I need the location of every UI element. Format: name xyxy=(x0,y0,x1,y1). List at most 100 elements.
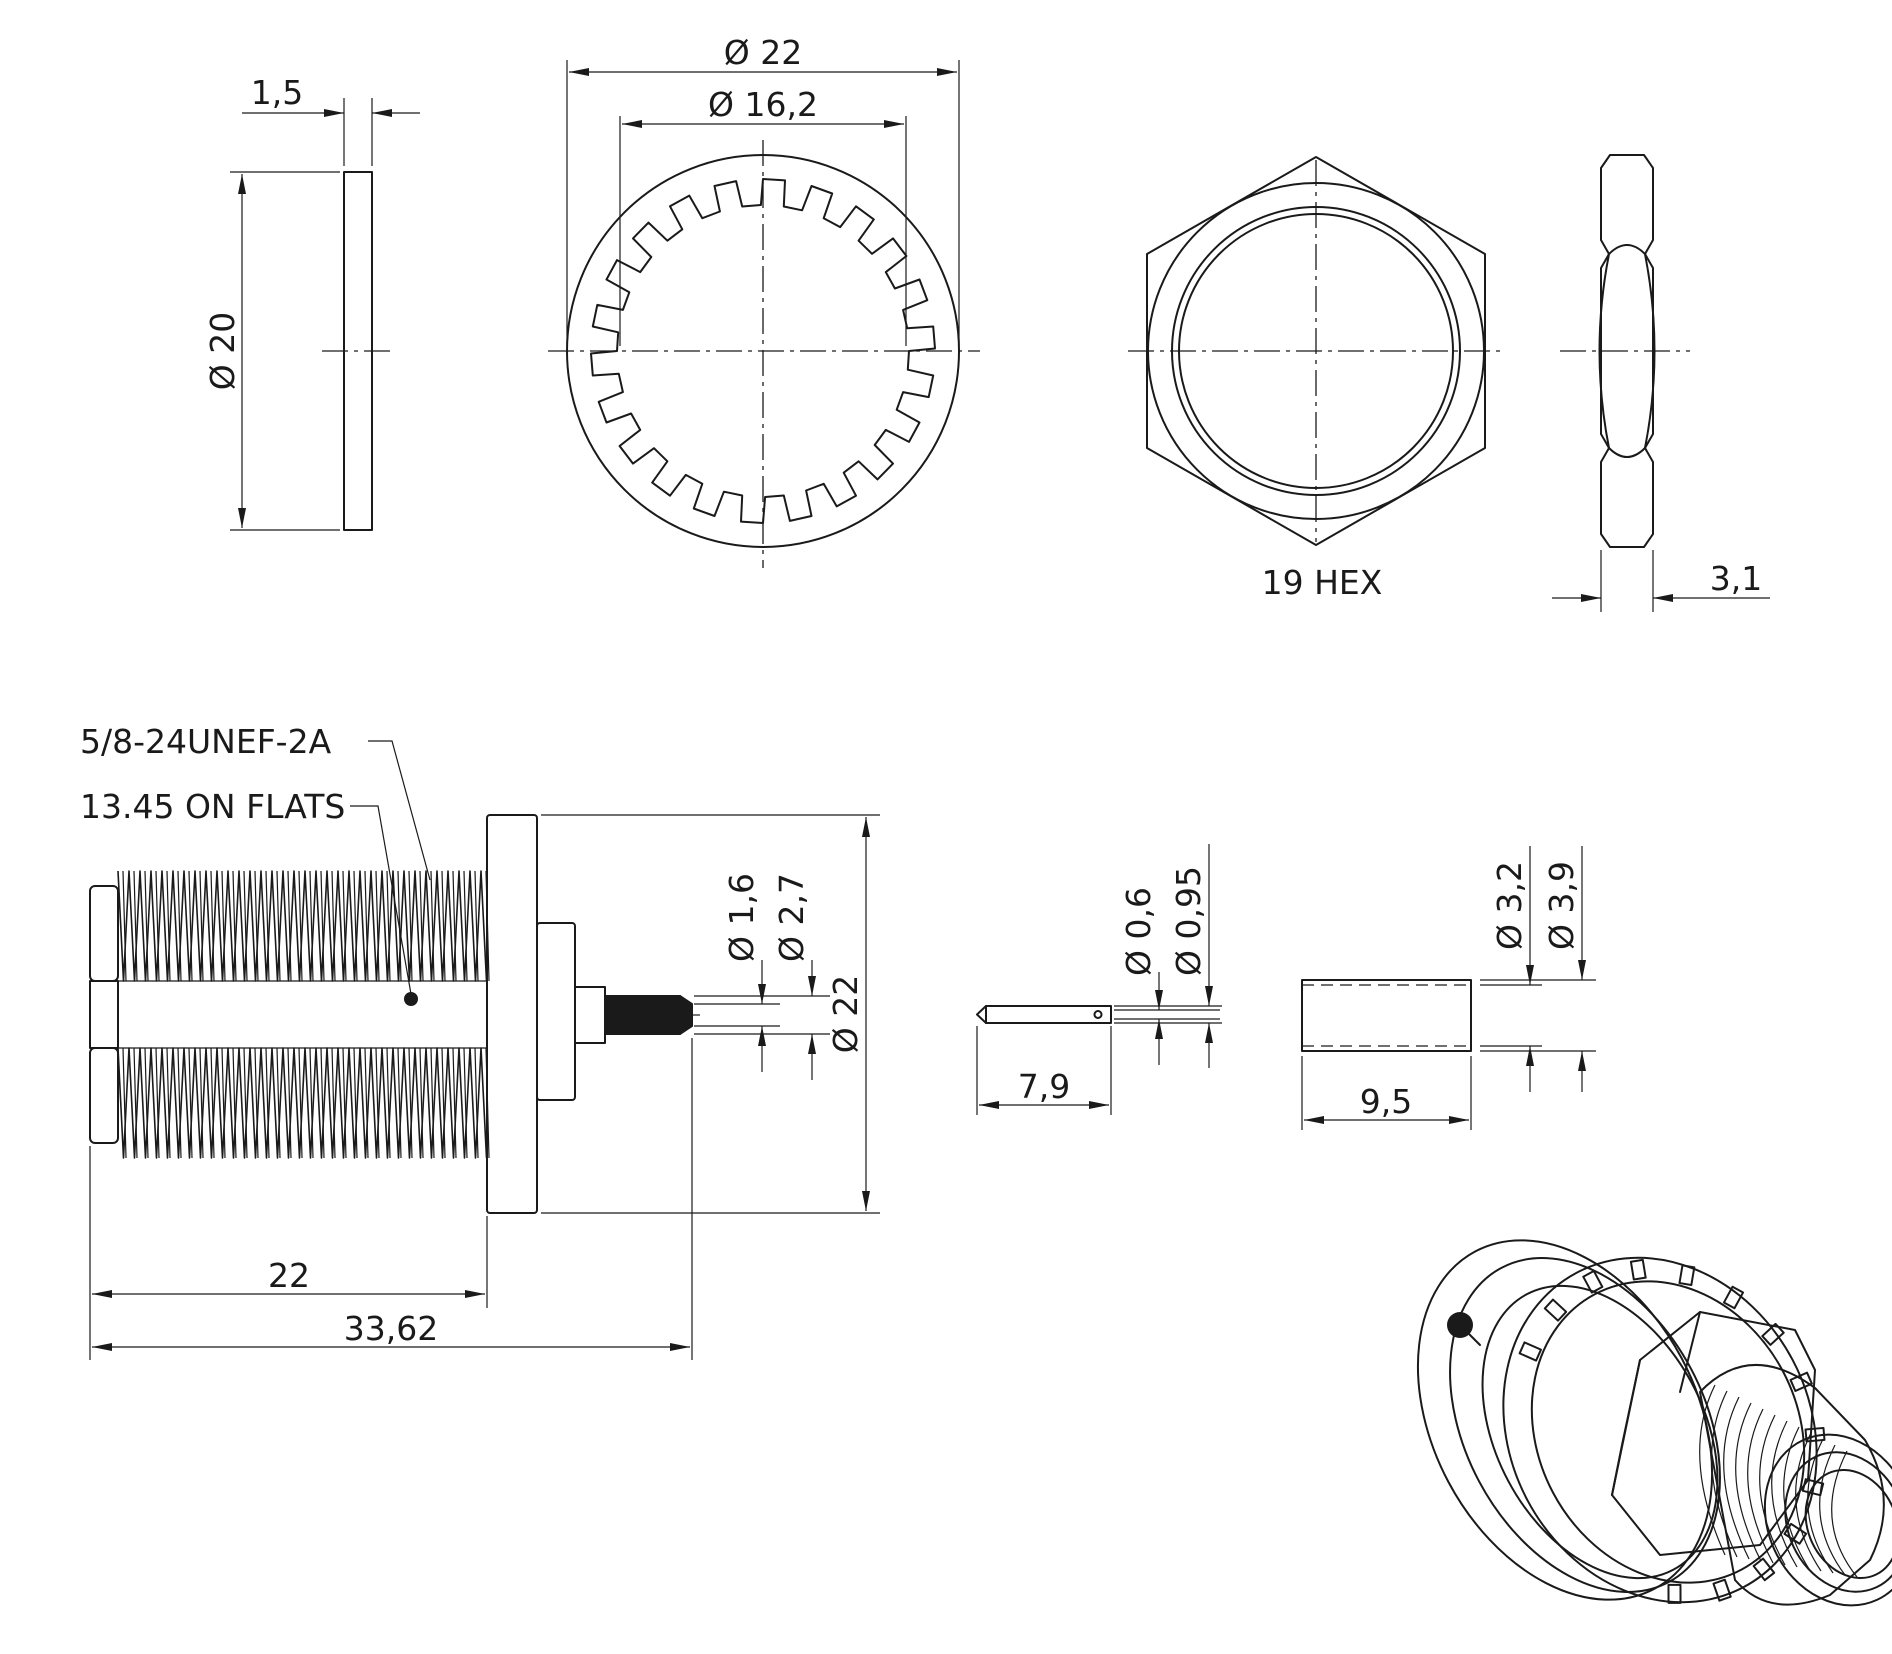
iso-thread-line xyxy=(1735,1402,1762,1562)
iso-thread-line xyxy=(1807,1438,1834,1574)
hex-nut-side-view: 3,1 xyxy=(1552,154,1770,612)
connector-thread-crest-line xyxy=(309,870,314,982)
connector-thread-crest-line xyxy=(199,870,204,982)
connector-thread-crest-line xyxy=(144,1047,149,1159)
iso-thread-line xyxy=(1795,1432,1822,1572)
connector-thread-crest-line xyxy=(419,1047,424,1159)
contact-pin-tip-diameter-label: Ø 0,6 xyxy=(1119,887,1158,976)
connector-thread-crest-line xyxy=(474,870,479,982)
connector-shoulder xyxy=(536,922,576,1101)
connector-thread-crest-line xyxy=(199,1047,204,1159)
iso-lockwasher-outer xyxy=(1502,1256,1818,1604)
iso-front-bore xyxy=(1804,1468,1892,1580)
connector-thread-crest-line xyxy=(276,870,281,982)
iso-thread-line xyxy=(1747,1408,1774,1564)
contact-pin-diameter-label: Ø 0,95 xyxy=(1169,866,1208,976)
lockwasher-outer-diameter-label: Ø 22 xyxy=(724,33,802,72)
iso-lockwasher-tooth xyxy=(1582,1270,1604,1294)
connector-flat-marker-dot xyxy=(404,992,418,1006)
connector-thread-crest-line xyxy=(243,870,248,982)
iso-thread-line xyxy=(1759,1414,1786,1566)
connector-thread-crest-line xyxy=(441,870,446,982)
contact-pin-length-label: 7,9 xyxy=(1018,1067,1070,1106)
connector-thread-crest-line xyxy=(287,1047,292,1159)
connector-thread-crest-line xyxy=(485,1047,490,1159)
connector-thread-crest-line xyxy=(122,1047,127,1159)
iso-thread-body xyxy=(1699,1364,1885,1606)
connector-pin-diameter-label: Ø 2,7 xyxy=(772,873,811,962)
connector-thread-lower xyxy=(117,1047,488,1159)
connector-knurled-pin xyxy=(604,995,693,1035)
iso-thread-line xyxy=(1771,1420,1798,1568)
insulator-view: Ø 3,2 Ø 3,9 9,5 xyxy=(1301,846,1596,1130)
iso-front-face-inner xyxy=(1784,1451,1892,1593)
connector-thread-crest-line xyxy=(408,1047,413,1159)
washer-thickness-label: 1,5 xyxy=(251,73,303,112)
iso-lockwasher-tooth xyxy=(1678,1264,1696,1287)
iso-lockwasher-tooth xyxy=(1761,1322,1785,1346)
connector-thread-crest-line xyxy=(155,870,160,982)
connector-thread-crest-line xyxy=(122,870,127,982)
connector-thread-crest-line xyxy=(265,870,270,982)
connector-thread-crest-line xyxy=(375,1047,380,1159)
iso-hexnut-edge-1 xyxy=(1611,1359,1641,1496)
iso-flange-front xyxy=(1449,1257,1721,1593)
iso-hexnut-edge-2 xyxy=(1679,1311,1701,1393)
connector-thread-crest-line xyxy=(386,1047,391,1159)
iso-lockwasher-tooth xyxy=(1752,1557,1776,1582)
connector-thread-crest-line xyxy=(221,1047,226,1159)
connector-thread-crest-line xyxy=(397,1047,402,1159)
hex-nut-front-view: 19 HEX xyxy=(1128,156,1505,602)
hexnut-thickness-label: 3,1 xyxy=(1710,559,1762,598)
connector-thread-crest-line xyxy=(320,870,325,982)
connector-thread-crest-line xyxy=(254,870,259,982)
connector-thread-crest-line xyxy=(265,1047,270,1159)
connector-thread-crest-line xyxy=(166,1047,171,1159)
connector-thread-crest-line xyxy=(386,870,391,982)
contact-pin-outline xyxy=(976,1005,1112,1024)
connector-thread-crest-line xyxy=(353,870,358,982)
connector-thread-crest-line xyxy=(177,1047,182,1159)
connector-thread-crest-line xyxy=(133,870,138,982)
washer-diameter-label: Ø 20 xyxy=(203,312,242,390)
iso-thread-line xyxy=(1699,1384,1726,1556)
iso-thread-line xyxy=(1819,1444,1846,1576)
iso-lockwasher-tooth xyxy=(1667,1583,1682,1604)
connector-thread-crest-line xyxy=(232,1047,237,1159)
hexnut-size-label: 19 HEX xyxy=(1262,563,1383,602)
iso-lockwasher-tooth xyxy=(1543,1298,1568,1322)
contact-pin-view: Ø 0,6 Ø 0,95 7,9 xyxy=(976,844,1222,1115)
connector-thread-crest-line xyxy=(320,1047,325,1159)
connector-end-face xyxy=(89,980,119,1049)
connector-thread-crest-line xyxy=(397,870,402,982)
connector-thread-crest-line xyxy=(298,870,303,982)
connector-thread-crest-line xyxy=(463,1047,468,1159)
iso-rear-pin-stem xyxy=(1459,1324,1481,1346)
iso-thread-line xyxy=(1723,1396,1750,1560)
iso-thread-lines xyxy=(1699,1384,1858,1578)
connector-thread-crest-line xyxy=(221,870,226,982)
insulator-length-label: 9,5 xyxy=(1360,1082,1412,1121)
connector-thread-crest-line xyxy=(463,870,468,982)
insulator-inner-diameter-label: Ø 3,2 xyxy=(1490,861,1529,950)
iso-lockwasher-tooth xyxy=(1518,1341,1542,1362)
connector-pin-tip-diameter-label: Ø 1,6 xyxy=(722,873,761,962)
connector-thread-crest-line xyxy=(188,1047,193,1159)
connector-thread-crest-line xyxy=(342,870,347,982)
iso-thread-line xyxy=(1711,1390,1738,1558)
hexnut-side-outline xyxy=(1600,154,1654,548)
connector-pin-base xyxy=(574,986,606,1044)
connector-thread-crest-line xyxy=(364,870,369,982)
hexnut-side-chamfer-mid-left xyxy=(1598,253,1610,449)
connector-thread-crest-line xyxy=(177,870,182,982)
insulator-outer-diameter-label: Ø 3,9 xyxy=(1542,861,1581,950)
connector-thread-crest-line xyxy=(210,870,215,982)
connector-body-length-label: 22 xyxy=(268,1256,310,1295)
connector-thread-crest-line xyxy=(144,870,149,982)
connector-thread-note: 5/8-24UNEF-2A xyxy=(80,722,332,761)
connector-thread-crest-line xyxy=(331,870,336,982)
iso-lockwasher-tooth xyxy=(1629,1258,1647,1281)
lockwasher-inner-diameter-label: Ø 16,2 xyxy=(708,85,818,124)
connector-thread-crest-line xyxy=(309,1047,314,1159)
